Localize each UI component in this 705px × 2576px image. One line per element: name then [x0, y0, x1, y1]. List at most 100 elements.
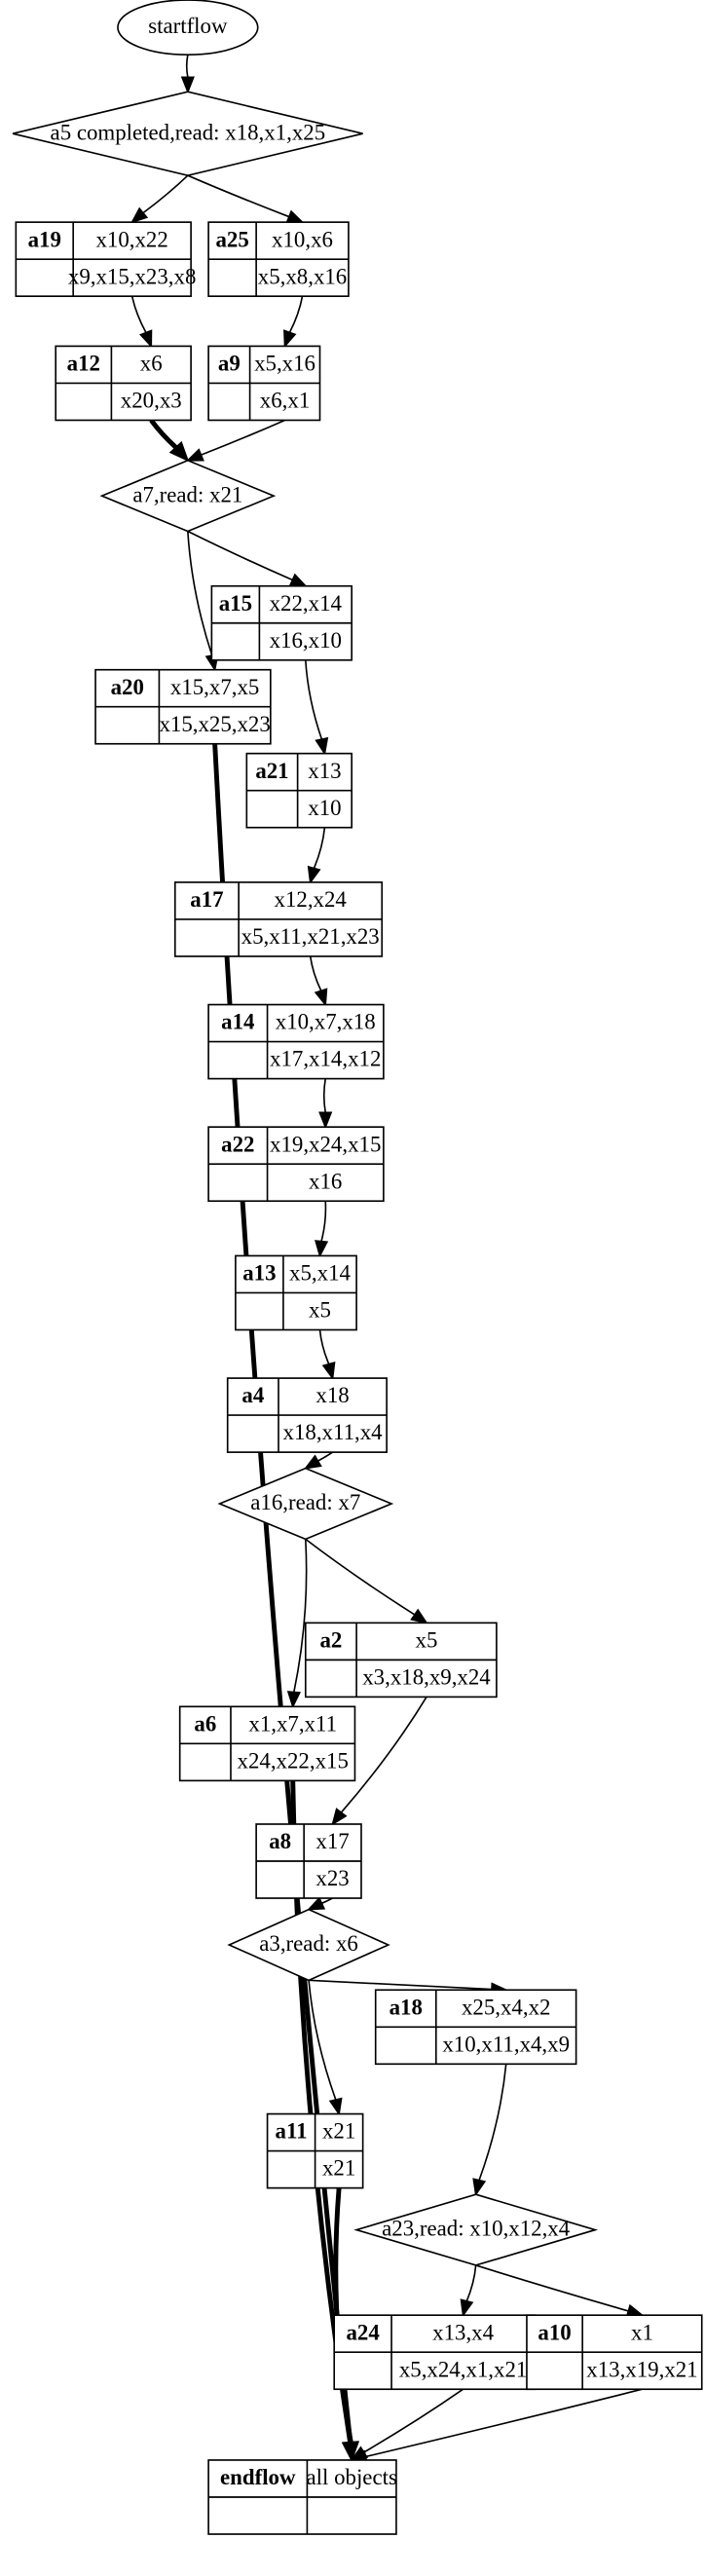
record-row-top: x21	[322, 2118, 355, 2144]
node-a17[interactable]: a17 x12,x24 x5,x11,x21,x23	[173, 881, 384, 957]
edge-a23-to-a24	[460, 2264, 477, 2318]
record-row-top: x12,x24	[275, 886, 348, 912]
nodes-layer: startflow a5 completed,read: x18,x1,x25 a1…	[12, 0, 703, 2535]
node-a25[interactable]: a25 x10,x6 x5,x8,x16	[207, 221, 350, 298]
record-name: a2	[320, 1626, 343, 1652]
record-name: a18	[390, 1994, 423, 2019]
record-name: a19	[28, 226, 61, 251]
record-name: a25	[215, 226, 248, 251]
edge-a24-to-endflow	[350, 2388, 464, 2462]
node-a23[interactable]: a23,read: x10,x12,x4	[353, 2193, 599, 2266]
record-row-bottom: x5,x8,x16	[258, 263, 347, 288]
node-a3[interactable]: a3,read: x6	[227, 1908, 390, 1982]
record-row-bottom: x5,x24,x1,x21	[399, 2356, 527, 2381]
record-row-top: x1,x7,x11	[248, 1710, 337, 1736]
record-row-bottom: x9,x15,x23,x8	[68, 263, 196, 288]
record-row-bottom: x16	[309, 1168, 342, 1193]
edge-a3-to-a11	[308, 1980, 343, 2116]
record-row-bottom: x15,x25,x23	[159, 711, 270, 736]
record-row-bottom: x24,x22,x15	[238, 1747, 349, 1773]
record-row-top: x10,x22	[95, 226, 167, 251]
node-a14[interactable]: a14 x10,x7,x18 x17,x14,x12	[207, 1003, 385, 1080]
record-row-bottom: x10	[308, 795, 341, 820]
edge-a14-to-a22	[318, 1078, 333, 1130]
record-row-top: all objects	[307, 2464, 397, 2489]
node-a8[interactable]: a8 x17 x23	[255, 1823, 362, 1899]
node-label: startflow	[148, 13, 228, 38]
edge-a12-to-a7	[149, 418, 190, 463]
node-label: a5 completed,read: x18,x1,x25	[51, 119, 326, 144]
node-endflow[interactable]: endflow all objects	[207, 2459, 397, 2535]
record-row-top: x25,x4,x2	[462, 1994, 550, 2019]
edge-a15-to-a21	[304, 659, 329, 756]
record-name: endflow	[220, 2464, 296, 2489]
record-row-bottom: x5,x11,x21,x23	[241, 923, 380, 949]
record-row-bottom: x17,x14,x12	[270, 1046, 381, 1071]
record-name: a8	[269, 1828, 291, 1853]
record-row-top: x6	[140, 350, 163, 375]
edge-a2-to-a8	[331, 1696, 427, 1826]
record-name: a20	[111, 674, 144, 699]
node-a22[interactable]: a22 x19,x24,x15 x16	[207, 1126, 385, 1203]
node-a11[interactable]: a11 x21 x21	[266, 2112, 364, 2189]
edge-a10-to-endflow	[350, 2388, 643, 2464]
edge-a21-to-a17	[307, 827, 326, 885]
record-row-top: x5,x14	[289, 1259, 351, 1285]
edge-a8-to-a3	[307, 1896, 333, 1911]
node-label: a7,read: x21	[132, 481, 242, 506]
record-name: a13	[242, 1259, 276, 1285]
node-a19[interactable]: a19 x10,x22 x9,x15,x23,x8	[15, 221, 196, 298]
edge-a17-to-a14	[309, 955, 328, 1007]
record-name: a12	[67, 350, 100, 375]
record-row-top: x13,x4	[432, 2319, 494, 2344]
node-a16[interactable]: a16,read: x7	[217, 1467, 394, 1541]
record-name: a6	[194, 1710, 216, 1736]
node-label: a3,read: x6	[259, 1930, 358, 1956]
record-row-top: x15,x7,x5	[170, 674, 259, 699]
record-name: a24	[346, 2319, 380, 2344]
record-row-bottom: x13,x19,x21	[586, 2356, 697, 2381]
record-name: a11	[276, 2118, 308, 2144]
node-label: a23,read: x10,x12,x4	[382, 2216, 571, 2241]
record-row-top: x10,x6	[272, 226, 333, 251]
edge-a9-to-a7	[185, 419, 285, 462]
record-row-top: x17	[315, 1828, 349, 1853]
record-row-top: x19,x24,x15	[270, 1131, 381, 1156]
node-a12[interactable]: a12 x6 x20,x3	[55, 345, 192, 422]
node-a24[interactable]: a24 x13,x4 x5,x24,x1,x21	[333, 2314, 536, 2391]
edge-a5-to-a19	[130, 174, 189, 224]
record-row-bottom: x21	[322, 2155, 355, 2181]
record-row-top: x10,x7,x18	[276, 1009, 376, 1034]
record-name: a4	[241, 1382, 264, 1407]
node-startflow[interactable]: startflow	[117, 0, 259, 56]
record-name: a15	[219, 590, 252, 616]
record-row-bottom: x20,x3	[121, 387, 182, 412]
edge-a16-to-a2	[305, 1538, 428, 1624]
record-row-top: x5,x16	[254, 350, 315, 375]
node-a5[interactable]: a5 completed,read: x18,x1,x25	[12, 91, 363, 177]
record-row-top: x22,x14	[270, 590, 343, 616]
record-name: a22	[221, 1131, 254, 1156]
edge-a18-to-a23	[472, 2064, 507, 2197]
node-a20[interactable]: a20 x15,x7,x5 x15,x25,x23	[94, 668, 272, 745]
record-name: a14	[221, 1009, 255, 1034]
node-a7[interactable]: a7,read: x21	[99, 459, 277, 533]
record-name: a17	[190, 886, 223, 912]
edge-a7-to-a15	[187, 530, 308, 587]
record-row-bottom: x3,x18,x9,x24	[362, 1663, 491, 1689]
edge-a13-to-a4	[318, 1329, 336, 1381]
record-row-bottom: x6,x1	[260, 387, 310, 412]
node-a6[interactable]: a6 x1,x7,x11 x24,x22,x15	[178, 1705, 356, 1782]
record-row-top: x1	[631, 2319, 653, 2344]
record-row-bottom: x23	[315, 1865, 349, 1890]
